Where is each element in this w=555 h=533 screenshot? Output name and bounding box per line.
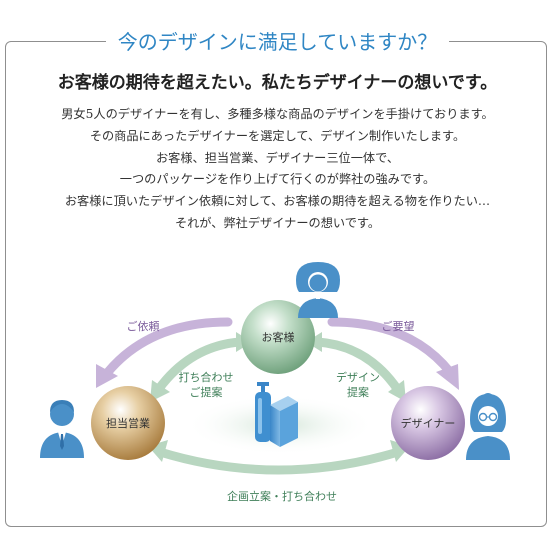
- design-label-line2: 提案: [347, 385, 369, 399]
- paragraph-line: その商品にあったデザイナーを選定して、デザイン制作いたします。: [89, 128, 466, 143]
- request-arrow: [96, 317, 233, 388]
- sales-node-label: 担当営業: [106, 416, 150, 430]
- heading-wrap: 今のデザインに満足していますか？: [0, 30, 555, 54]
- meeting-label-line1: 打ち合わせ: [179, 370, 234, 384]
- demand-label: ご要望: [382, 319, 415, 333]
- sales-node: 担当営業: [91, 386, 165, 460]
- customer-node-label: お客様: [262, 330, 295, 344]
- designer-node: デザイナー: [391, 386, 465, 460]
- designer-node-label: デザイナー: [401, 416, 456, 430]
- demand-arrow: [327, 317, 459, 390]
- person-icon-designer: [466, 393, 510, 460]
- proposal-label-line2: ご提案: [190, 385, 223, 399]
- product-bottle-box-icon: [255, 382, 298, 447]
- person-icon-sales: [40, 400, 84, 458]
- subheading: お客様の期待を超えたい。私たちデザイナーの想いです。: [57, 73, 498, 93]
- person-icon-customer: [296, 262, 340, 318]
- paragraph-line: お客様に頂いたデザイン依頼に対して、お客様の期待を超える物を作りたい…: [64, 194, 491, 209]
- intro-paragraph: 男女5人のデザイナーを有し、多種多様な商品のデザインを手掛けております。 その商…: [0, 104, 555, 235]
- paragraph-line: 男女5人のデザイナーを有し、多種多様な商品のデザインを手掛けております。: [61, 107, 494, 121]
- paragraph-line: 一つのパッケージを作り上げて行くのが弊社の強みです。: [119, 172, 436, 187]
- planning-label: 企画立案・打ち合わせ: [227, 489, 337, 503]
- page-heading: 今のデザインに満足していますか？: [105, 30, 450, 54]
- design-label-line1: デザイン: [336, 370, 380, 384]
- customer-node: お客様: [241, 300, 315, 374]
- paragraph-line: それが、弊社デザイナーの想いです。: [174, 215, 381, 230]
- paragraph-line: お客様、担当営業、デザイナー三位一体で、: [155, 150, 400, 165]
- request-label: ご依頼: [127, 319, 160, 333]
